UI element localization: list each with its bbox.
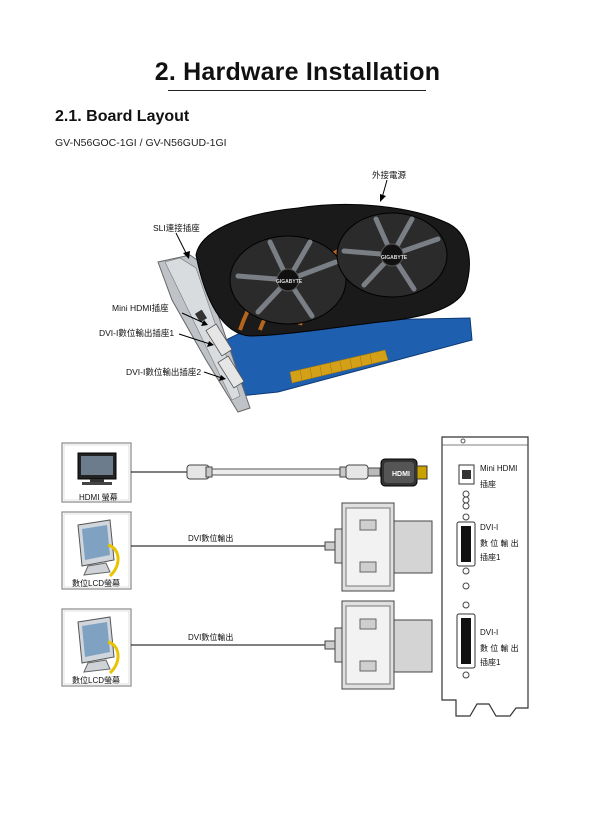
bracket-label-dvi1-2: 數 位 輸 出 bbox=[480, 539, 519, 548]
brand-logo-left: GIGABYTE bbox=[276, 279, 303, 285]
bracket-label-dvi2-1: DVI-I bbox=[480, 628, 499, 637]
label-lcd-monitor-2: 數位LCD螢幕 bbox=[72, 676, 121, 685]
page-title: 2. Hardware Installation bbox=[154, 58, 441, 86]
brand-logo-right: GIGABYTE bbox=[381, 255, 408, 261]
label-sli-connector: SLI連接插座 bbox=[153, 223, 200, 233]
pcb-edge-connector bbox=[289, 349, 389, 384]
dvi-connector-2 bbox=[324, 600, 433, 690]
bracket-mini-hdmi-port bbox=[458, 464, 475, 485]
bracket-label-dvi2-3: 插座1 bbox=[480, 658, 501, 667]
label-dvi-output-1: DVI-I數位輸出插座1 bbox=[99, 328, 175, 338]
label-dvi-cable-2: DVI數位輸出 bbox=[188, 633, 234, 642]
hdmi-to-mini-hdmi-adapter bbox=[380, 458, 428, 487]
bracket-dvi-port-2 bbox=[456, 601, 476, 679]
bracket-label-dvi2-2: 數 位 輸 出 bbox=[480, 644, 519, 653]
hdmi-adapter-label: HDMI bbox=[392, 471, 410, 478]
dvi-connector-1 bbox=[324, 502, 433, 592]
hdmi-cable bbox=[186, 464, 381, 480]
label-external-power: 外接電源 bbox=[372, 170, 407, 180]
bracket-label-dvi1-1: DVI-I bbox=[480, 523, 499, 532]
bracket-label-mini-hdmi-1: Mini HDMI bbox=[480, 464, 518, 473]
model-line: GV-N56GOC-1GI / GV-N56GUD-1GI bbox=[55, 137, 227, 149]
label-hdmi-monitor: HDMI 螢幕 bbox=[79, 493, 118, 502]
dvi-port-2 bbox=[217, 355, 245, 389]
label-mini-hdmi: Mini HDMI插座 bbox=[112, 303, 169, 313]
title-underline bbox=[168, 90, 426, 91]
fan-left bbox=[229, 235, 347, 325]
mini-hdmi-port bbox=[194, 309, 208, 323]
label-dvi-output-2: DVI-I數位輸出插座2 bbox=[126, 367, 202, 377]
fan-right bbox=[336, 212, 448, 298]
section-title: 2.1. Board Layout bbox=[55, 108, 190, 125]
dvi-port-1 bbox=[205, 323, 233, 357]
label-dvi-cable-1: DVI數位輸出 bbox=[188, 534, 234, 543]
bracket-label-mini-hdmi-2: 插座 bbox=[480, 480, 496, 489]
bracket-dvi-port-1 bbox=[456, 513, 476, 575]
lcd-monitor-icon-1 bbox=[77, 519, 120, 578]
label-lcd-monitor-1: 數位LCD螢幕 bbox=[72, 579, 121, 588]
lcd-monitor-icon-2 bbox=[77, 616, 120, 675]
tv-icon bbox=[77, 452, 117, 485]
bracket-label-dvi1-3: 插座1 bbox=[480, 553, 501, 562]
